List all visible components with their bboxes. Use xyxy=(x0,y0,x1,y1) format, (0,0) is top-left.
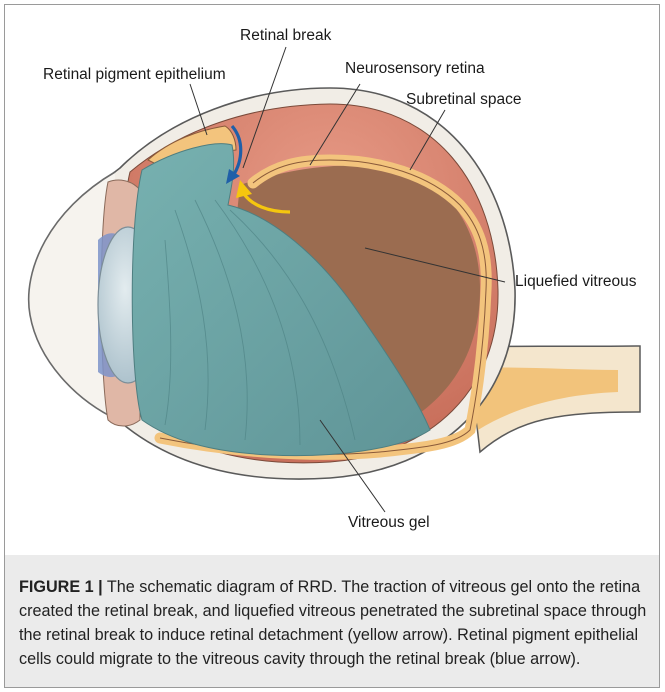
label-liquefied-vitreous: Liquefied vitreous xyxy=(515,273,637,290)
figure-label: FIGURE 1 | xyxy=(19,578,103,596)
caption-body: The schematic diagram of RRD. The tracti… xyxy=(19,578,646,668)
label-rpe: Retinal pigment epithelium xyxy=(43,66,226,83)
label-retinal-break: Retinal break xyxy=(240,27,332,44)
caption-box: FIGURE 1 | The schematic diagram of RRD.… xyxy=(4,555,660,688)
label-vitreous-gel: Vitreous gel xyxy=(348,514,430,531)
label-subretinal-space: Subretinal space xyxy=(406,91,521,108)
label-neurosensory-retina: Neurosensory retina xyxy=(345,60,485,77)
figure-caption: FIGURE 1 | The schematic diagram of RRD.… xyxy=(19,575,649,671)
